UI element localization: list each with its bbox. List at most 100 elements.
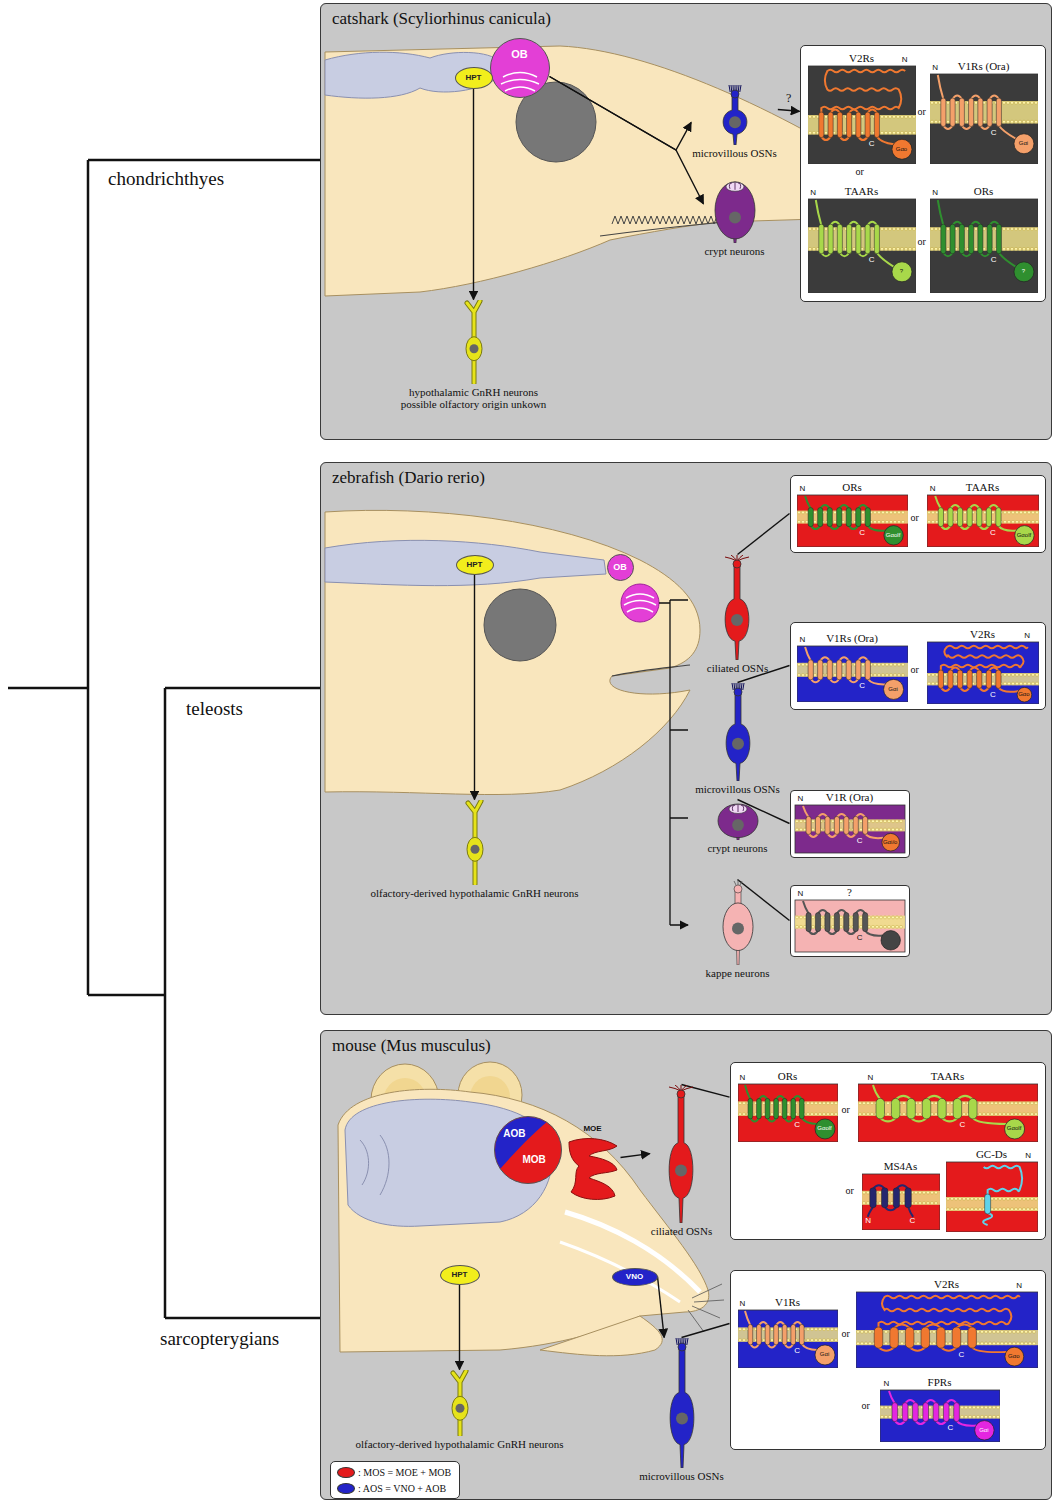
helix: [902, 1402, 908, 1421]
drawing-part: [934, 120, 937, 123]
drawing-part: [862, 1191, 865, 1194]
drawing-part: [984, 1341, 987, 1344]
drawing-part: [880, 131, 883, 134]
drawing-part: [927, 642, 1039, 704]
drawing-part: [1003, 682, 1006, 685]
hypothalamus: HPT: [440, 1265, 480, 1285]
drawing-part: [946, 101, 949, 104]
helix: [952, 1327, 961, 1348]
receptor-chain: [805, 647, 885, 684]
drawing-part: [723, 94, 747, 145]
drawing-part: [732, 737, 744, 749]
drawing-part: [1007, 673, 1010, 676]
drawing-part: [931, 673, 934, 676]
drawing-part: [879, 915, 882, 918]
terminus-mark: N: [798, 889, 804, 898]
cell-patch: [738, 1084, 838, 1142]
terminus-mark: N: [932, 188, 938, 197]
helix: [976, 670, 981, 688]
drawing-part: [1019, 510, 1022, 513]
drawing-part: [986, 1101, 989, 1104]
drawing-part: [778, 1327, 781, 1330]
drawing-part: [984, 1405, 987, 1408]
helix: [959, 224, 964, 254]
drawing-part: [858, 1101, 861, 1104]
helix: [782, 1098, 787, 1119]
or-word: or: [842, 1328, 850, 1340]
terminus-mark: N: [884, 1379, 890, 1388]
receptor-box: orORsNCGαolfTAARsNCGαolf: [790, 475, 1046, 553]
drawing-part: [899, 925, 902, 928]
drawing-part: [808, 131, 811, 134]
drawing-part: [729, 211, 741, 223]
drawing-part: [962, 1101, 965, 1104]
drawing-part: [878, 1201, 881, 1204]
neuron-drawing: [449, 300, 499, 384]
panel-ground: [320, 3, 1052, 1500]
drawing-part: [834, 1112, 837, 1115]
cell-patch: [808, 199, 916, 293]
drawing-part: [1035, 510, 1038, 513]
turbinate-drawing: [565, 1122, 621, 1202]
drawing-part: [875, 915, 878, 918]
drawing-part: [830, 1338, 833, 1341]
drawing-part: [1020, 1330, 1023, 1333]
drawing-part: [677, 1090, 685, 1098]
gnrh-neuron: olfactory-derived hypothalamic GnRH neur…: [369, 800, 579, 901]
g-protein-label: Gαolf: [1017, 531, 1031, 538]
drawing-part: [1035, 673, 1038, 676]
receptor-chain: [935, 496, 1016, 531]
receptor-name: TAARs: [966, 481, 999, 494]
drawing-part: [928, 1415, 931, 1418]
g-protein: [883, 679, 903, 699]
membrane: [738, 1327, 838, 1342]
drawing-part: [984, 1415, 987, 1418]
terminus-mark: N: [932, 63, 938, 72]
drawing-part: [455, 1403, 464, 1412]
drawing-part: [901, 663, 904, 666]
drawing-part: [1014, 247, 1017, 250]
drawing-part: [931, 520, 934, 523]
membrane: [927, 673, 1039, 685]
receptor-chain: [878, 1295, 1019, 1351]
drawing-part: [1018, 1101, 1021, 1104]
helix: [855, 112, 860, 138]
drawing-part: [1000, 1341, 1003, 1344]
drawing-part: [795, 915, 798, 918]
drawing-part: [881, 510, 884, 513]
cell-patch: [930, 199, 1038, 293]
drawing-part: [1028, 1330, 1031, 1333]
drawing-part: [1026, 1197, 1029, 1200]
drawing-part: [731, 614, 743, 626]
drawing-part: [880, 1415, 883, 1418]
receptor-box: ororORsNCGαolfTAARsNCGαolfMS4AsNCGC-DsN: [730, 1062, 1046, 1240]
drawing-part: [928, 1405, 931, 1408]
helix: [855, 224, 860, 254]
drawing-part: [826, 1101, 829, 1104]
drawing-part: [889, 673, 892, 676]
drawing-part: [1030, 1197, 1033, 1200]
drawing-part: [996, 1341, 999, 1344]
drawing-part: [806, 1101, 809, 1104]
drawing-part: [992, 1415, 995, 1418]
receptor-name: ORs: [778, 1070, 798, 1083]
drawing-part: [888, 247, 891, 250]
drawing-part: [859, 915, 862, 918]
drawing-part: [1034, 101, 1037, 104]
organ-label: OB: [511, 47, 528, 60]
helix: [837, 112, 842, 138]
drawing-part: [808, 66, 916, 164]
connector: [459, 1285, 460, 1370]
neuron-drawing: [713, 683, 763, 781]
drawing-part: [670, 1094, 694, 1223]
drawing-part: [1034, 227, 1037, 230]
drawing-part: [839, 828, 842, 831]
neuron-drawing: [435, 1370, 485, 1436]
helix: [937, 1098, 945, 1119]
drawing-part: [824, 131, 827, 134]
drawing-part: [1031, 682, 1034, 685]
drawing-part: [1006, 1197, 1009, 1200]
helix: [987, 98, 992, 127]
receptor-chain: [940, 645, 1027, 691]
drawing-part: [990, 1112, 993, 1115]
